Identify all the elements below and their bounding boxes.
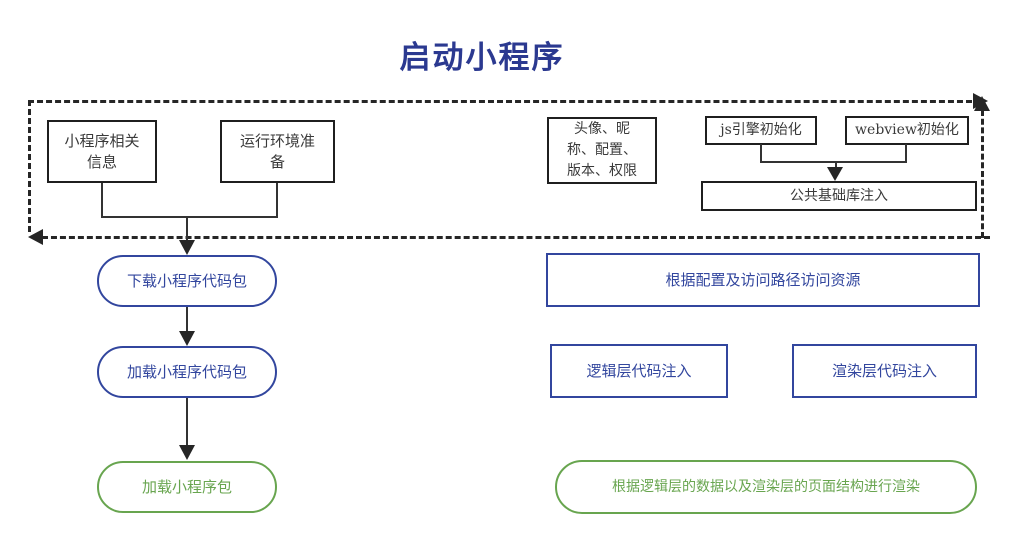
dashed-border-left: [28, 100, 31, 232]
dashed-border-bottom: [42, 236, 990, 239]
node-load-code-pkg: 加载小程序代码包: [97, 346, 277, 398]
dashed-border-top: [28, 100, 972, 103]
node-mini-program-info: 小程序相关 信息: [47, 120, 157, 183]
node-access-resource: 根据配置及访问路径访问资源: [546, 253, 980, 307]
node-logic-inject: 逻辑层代码注入: [550, 344, 728, 398]
dashed-border-right: [981, 110, 984, 238]
node-load-pkg: 加载小程序包: [97, 461, 277, 513]
node-render-inject: 渲染层代码注入: [792, 344, 977, 398]
connector-line: [276, 183, 278, 218]
connector-line: [835, 161, 837, 168]
node-webview-init: webview初始化: [845, 116, 969, 145]
connector-line: [760, 144, 762, 163]
node-js-engine-init: js引擎初始化: [705, 116, 817, 145]
connector-line: [186, 216, 188, 242]
connector-line: [186, 398, 188, 446]
arrow-up-icon: [974, 96, 990, 111]
diagram-title: 启动小程序: [399, 40, 565, 76]
arrow-down-icon: [179, 445, 195, 460]
arrow-down-icon: [179, 331, 195, 346]
node-runtime-env: 运行环境准 备: [220, 120, 335, 183]
node-base-lib-inject: 公共基础库注入: [701, 181, 977, 211]
connector-line: [760, 161, 907, 163]
connector-line: [905, 144, 907, 163]
arrow-down-icon: [179, 240, 195, 255]
arrow-left-icon: [28, 229, 43, 245]
connector-line: [101, 183, 103, 218]
node-profile-config: 头像、昵 称、配置、 版本、权限: [547, 117, 657, 184]
connector-line: [186, 307, 188, 332]
node-final-render: 根据逻辑层的数据以及渲染层的页面结构进行渲染: [555, 460, 977, 514]
connector-line: [101, 216, 278, 218]
arrow-down-icon: [827, 167, 843, 181]
node-download-pkg: 下载小程序代码包: [97, 255, 277, 307]
